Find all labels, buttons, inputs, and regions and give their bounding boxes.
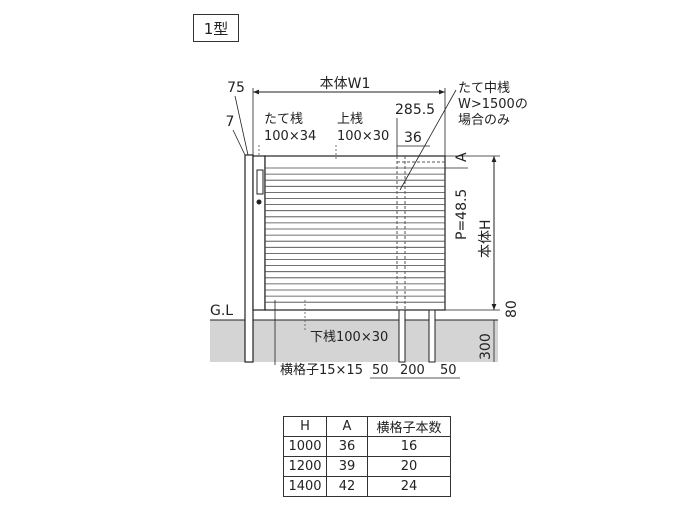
- yoko-goshi-label: 横格子15×15: [280, 362, 363, 378]
- dim-75: 75: [227, 80, 245, 96]
- table-row: 1000 36 16: [283, 436, 451, 457]
- left-post: [244, 154, 254, 363]
- right-foot-right: [428, 309, 436, 363]
- table-cell: 1400: [283, 476, 327, 497]
- table-cell: 39: [326, 456, 368, 477]
- dim-285-5: 285.5: [395, 102, 435, 118]
- tate-san-size: 100×34: [264, 129, 316, 144]
- only-case: 場合のみ: [458, 113, 510, 128]
- shita-san-label: 下桟100×30: [310, 330, 388, 345]
- dim-300: 300: [478, 333, 494, 360]
- table-header: 横格子本数: [367, 416, 451, 437]
- dim-200: 200: [400, 363, 425, 378]
- pitch-label: P=48.5: [454, 189, 470, 240]
- table-cell: 36: [326, 436, 368, 457]
- table-cell: 16: [367, 436, 451, 457]
- w1-label: 本体W1: [320, 76, 371, 92]
- ground-area: [210, 320, 498, 362]
- table-cell: 42: [326, 476, 368, 497]
- tate-naka-leader: [399, 89, 457, 191]
- tate-naka-label: たて中桟: [458, 81, 510, 96]
- dim-36: 36: [404, 130, 422, 146]
- table-row: 1400 42 24: [283, 476, 451, 497]
- gl-label: G.L: [210, 303, 233, 319]
- table-header: H: [283, 416, 327, 437]
- tate-san-label: たて桟: [264, 112, 303, 127]
- gate-panel: [264, 155, 446, 311]
- ue-san-size: 100×30: [337, 129, 389, 144]
- table-row: 1200 39 20: [283, 456, 451, 477]
- dim-a: A: [454, 152, 470, 162]
- latch-handle: [256, 169, 264, 195]
- table-cell: 1000: [283, 436, 327, 457]
- table-header-row: H A 横格子本数: [283, 416, 451, 437]
- dim-75-leader: [234, 95, 249, 156]
- table-cell: 24: [367, 476, 451, 497]
- ue-san-label: 上桟: [337, 112, 363, 127]
- dim-50-left: 50: [372, 363, 389, 378]
- horizontal-slats: [265, 167, 445, 303]
- dim-7-leader: [232, 129, 246, 156]
- dim-50-right: 50: [440, 363, 457, 378]
- dim-7: 7: [226, 114, 235, 130]
- table-header: A: [326, 416, 368, 437]
- table-cell: 1200: [283, 456, 327, 477]
- w-condition: W>1500の: [458, 97, 528, 112]
- key-hole: [256, 199, 262, 205]
- dim-80: 80: [504, 300, 520, 318]
- h-label: 本体H: [478, 219, 494, 258]
- spec-table: H A 横格子本数 1000 36 16 1200 39 20 1400 42 …: [283, 416, 451, 497]
- right-foot-left: [398, 309, 406, 363]
- table-cell: 20: [367, 456, 451, 477]
- type-label: 1型: [193, 14, 239, 42]
